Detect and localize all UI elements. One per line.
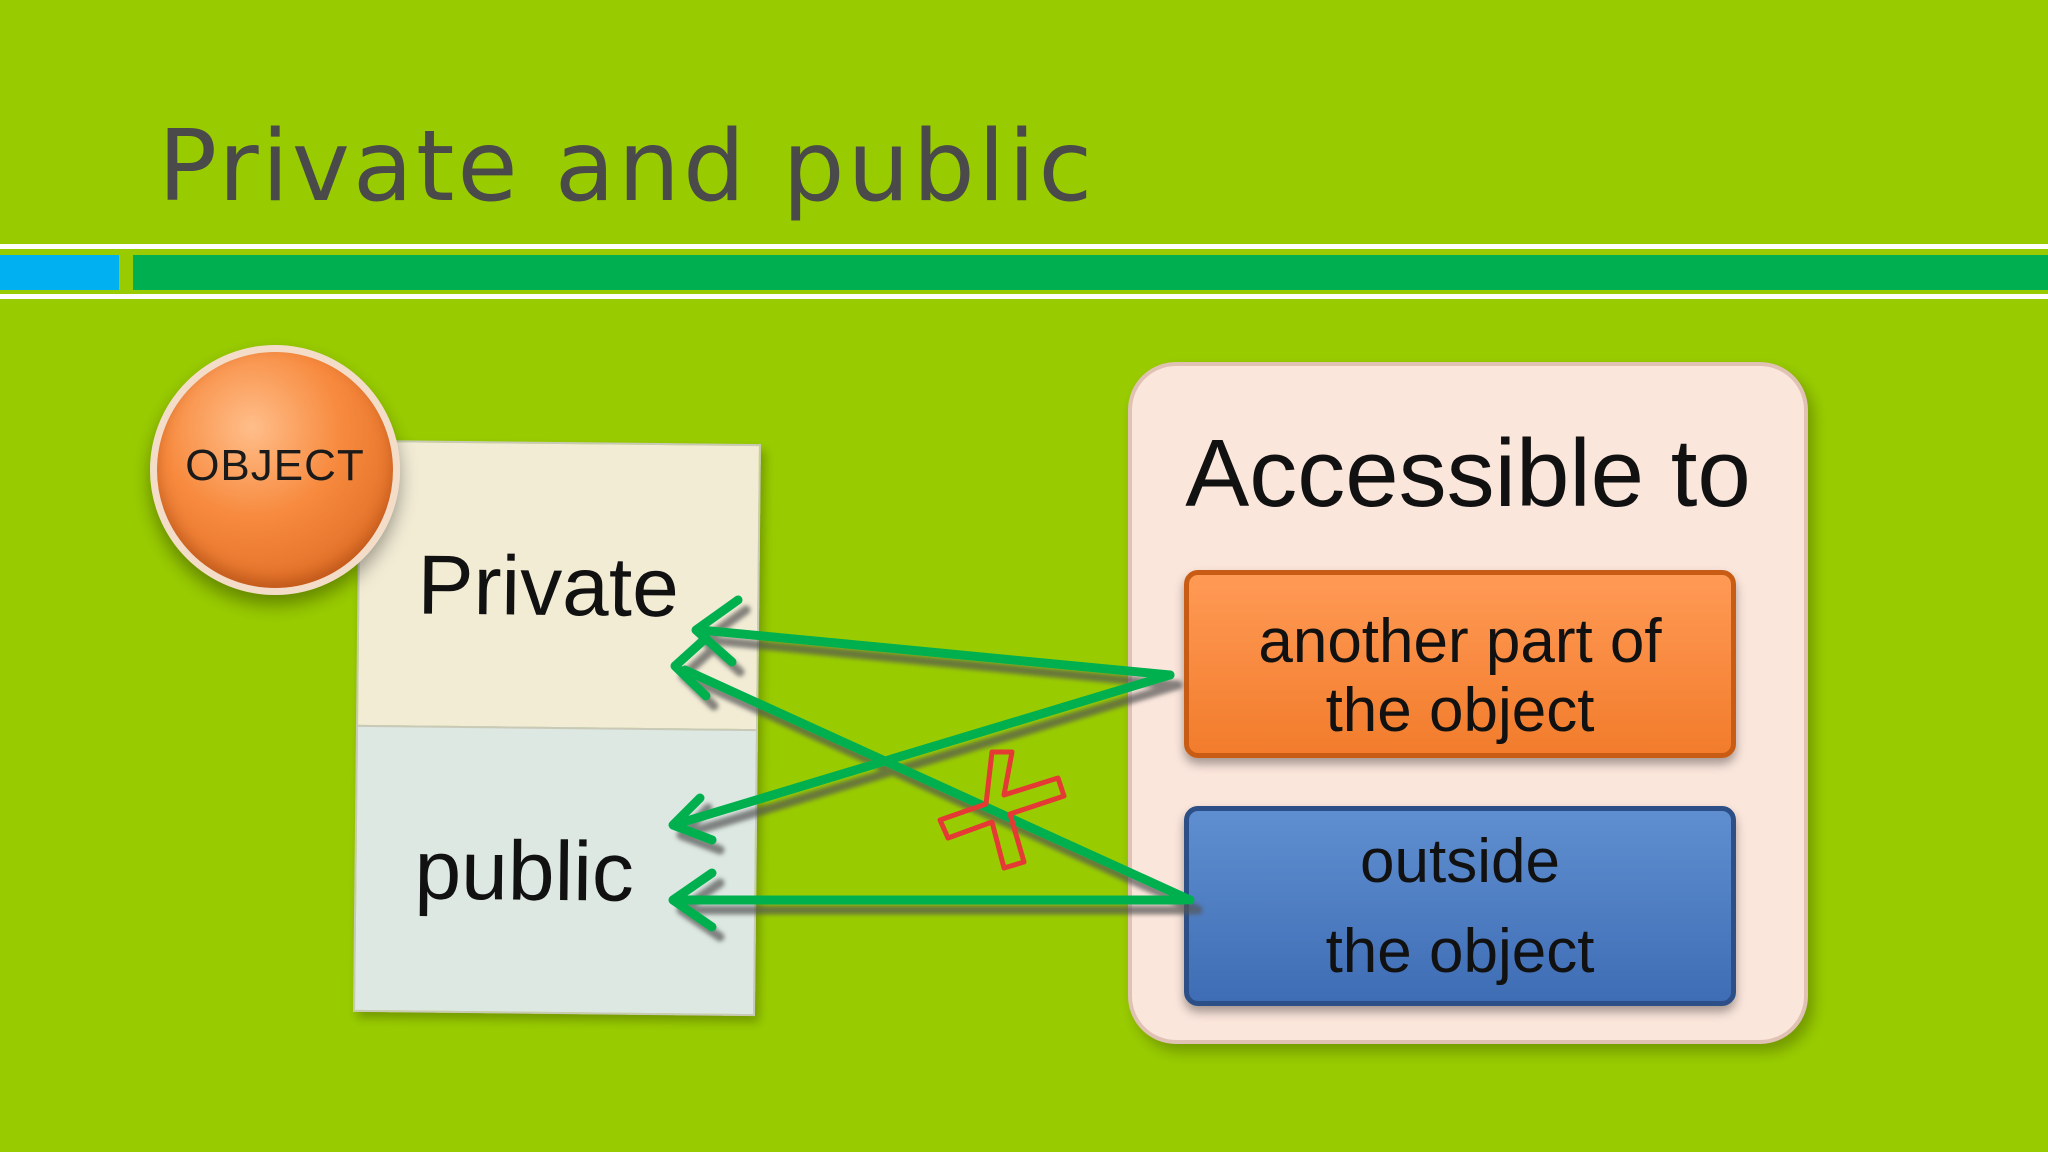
arrow-internal-to-private [691, 595, 1175, 680]
title-rule-blue-segment [0, 255, 119, 290]
cross-mark-icon [937, 749, 1067, 871]
accessible-to-title: Accessible to [1185, 420, 1751, 527]
external-access-line-2: the object [1325, 917, 1595, 986]
accessible-to-panel: Accessible to another part of the object… [1128, 362, 1808, 1044]
object-badge: OBJECT [150, 345, 400, 595]
title-rule-green-segment [133, 255, 2048, 290]
title-rule-top [0, 244, 2048, 249]
external-access-box: outside the object [1184, 806, 1736, 1006]
slide-title: Private and public [158, 110, 1096, 224]
private-label: Private [417, 537, 680, 635]
title-rule-bottom [0, 294, 2048, 299]
private-section: Private [358, 441, 759, 730]
object-badge-label: OBJECT [185, 441, 365, 490]
internal-access-box: another part of the object [1184, 570, 1736, 758]
public-section: public [355, 724, 756, 1015]
internal-access-line-2: the object [1325, 676, 1595, 745]
external-access-line-1: outside [1360, 827, 1560, 896]
public-label: public [414, 822, 635, 919]
internal-access-line-1: another part of [1258, 607, 1662, 676]
object-box: Private public [353, 439, 761, 1017]
